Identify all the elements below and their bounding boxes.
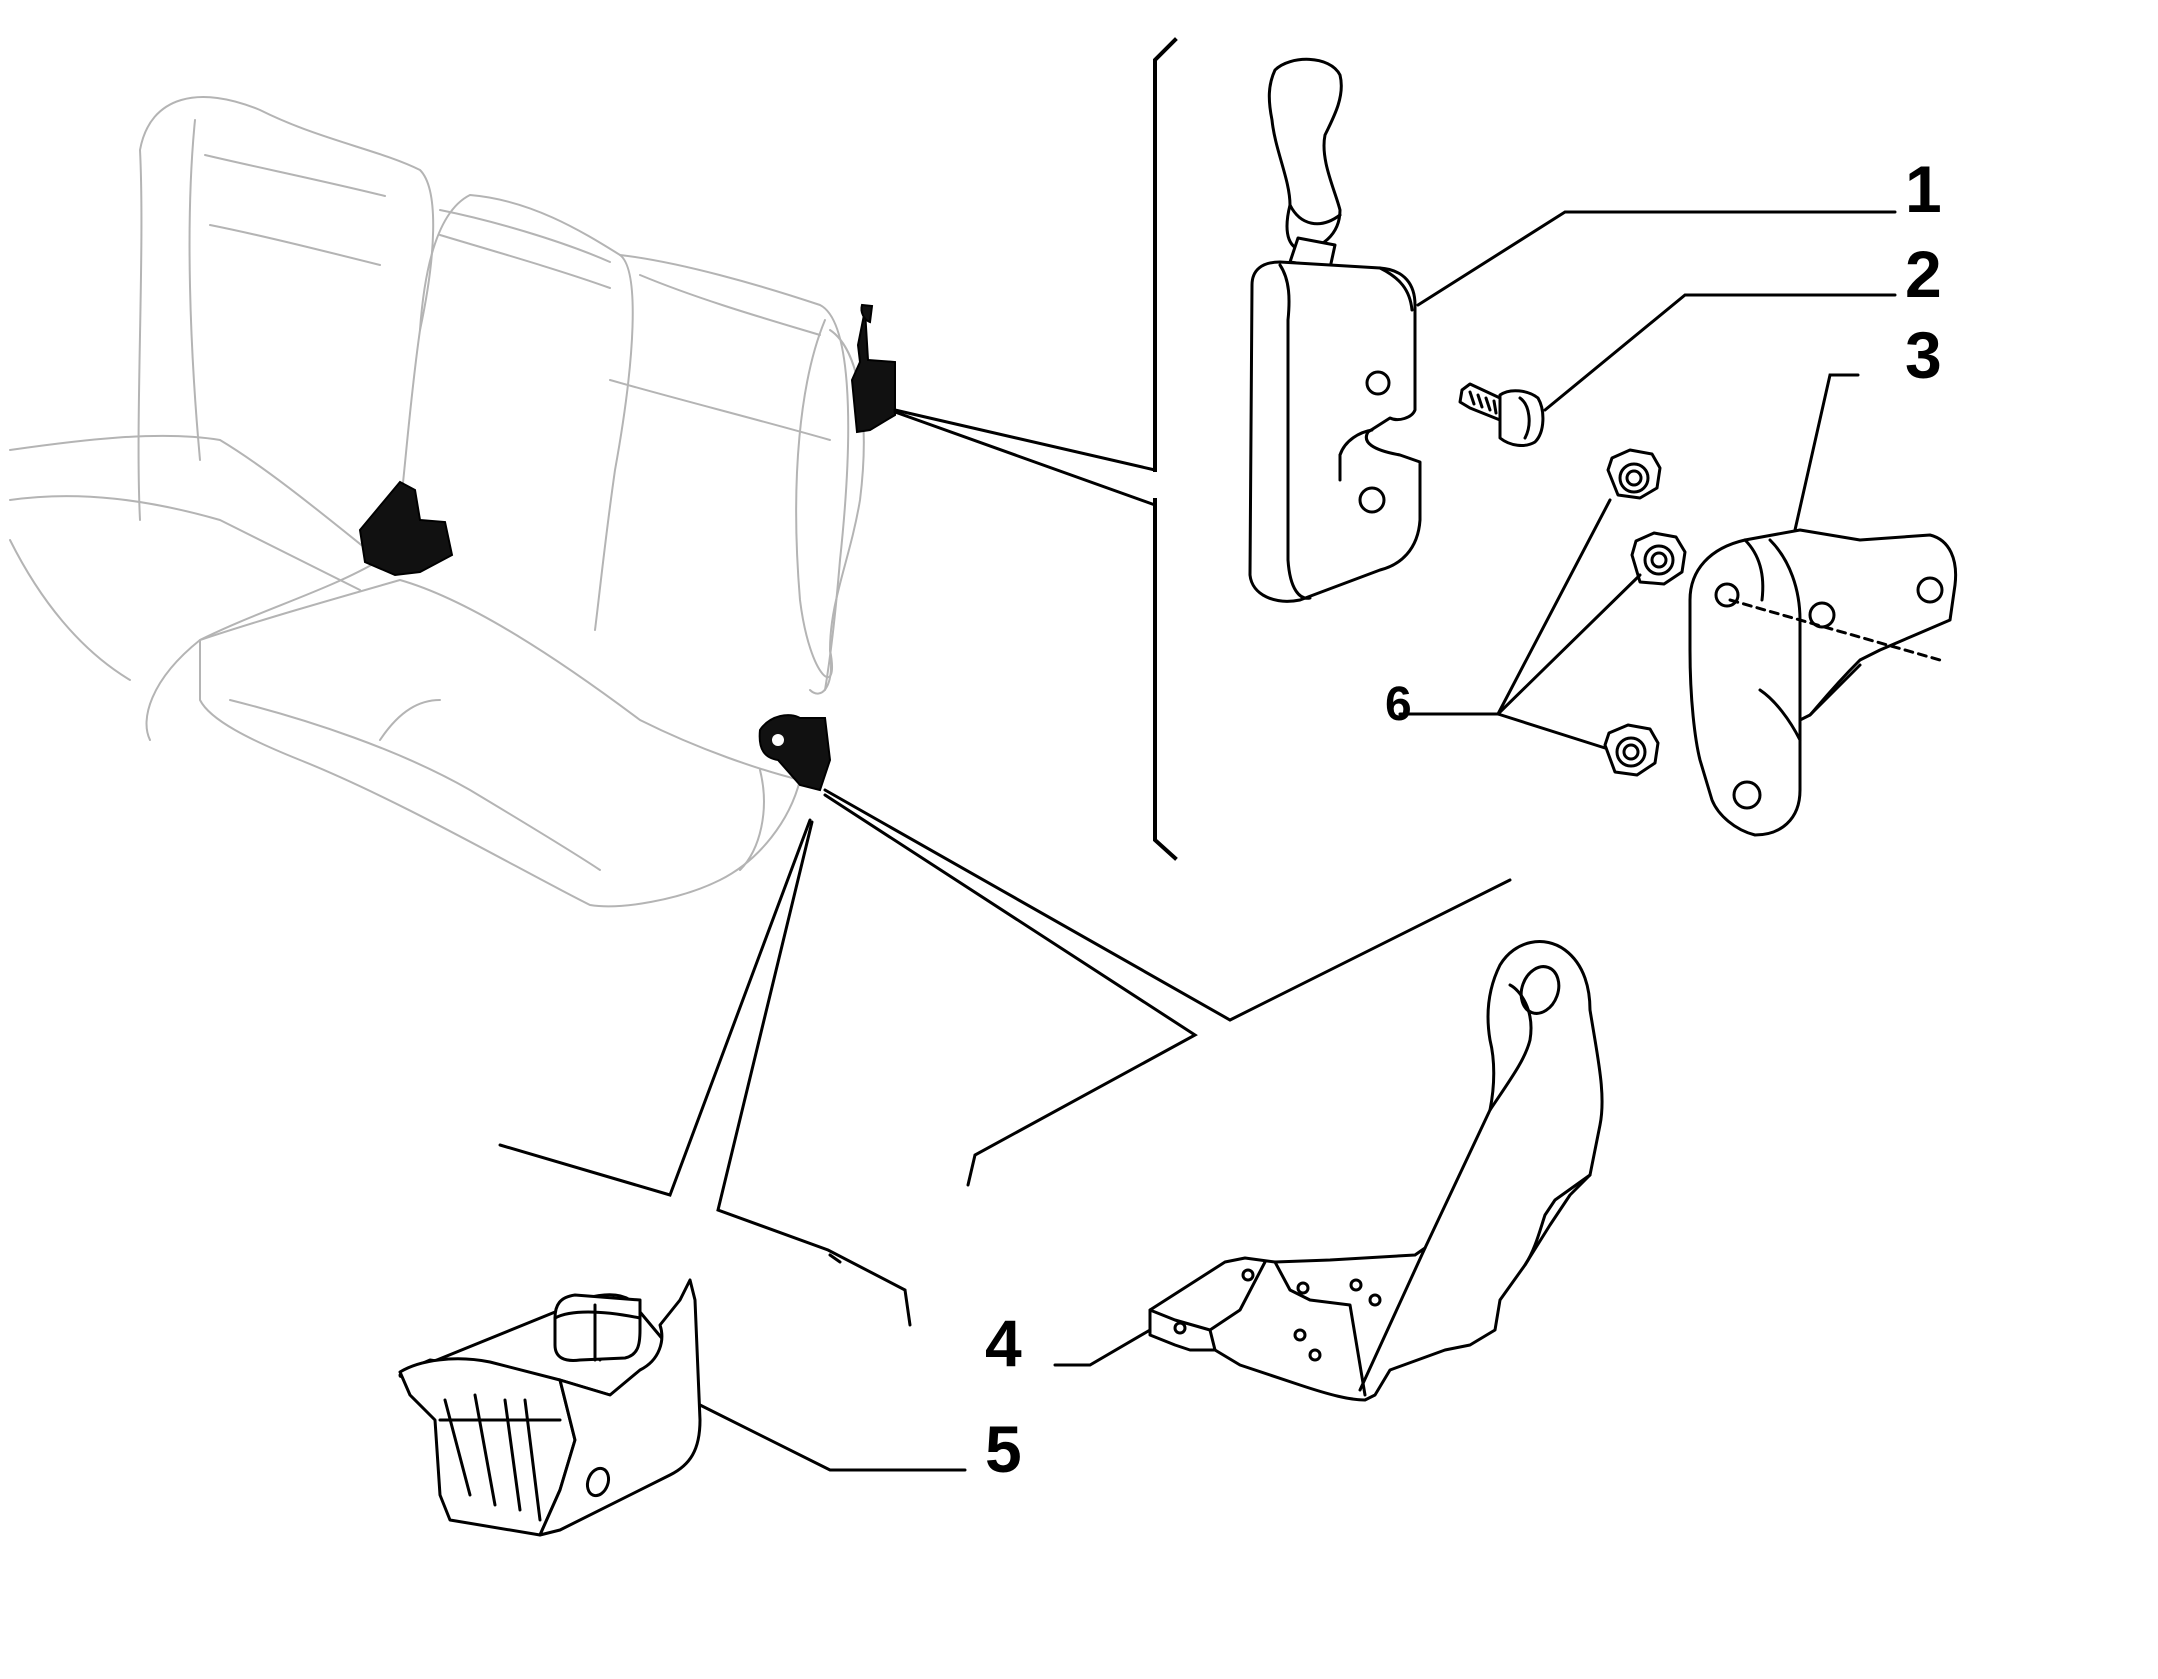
guide-lines — [498, 37, 1512, 1327]
part-4-bracket — [1148, 940, 1604, 1402]
part-3-bracket — [1688, 528, 1958, 837]
part-6-nuts — [1398, 448, 1687, 777]
leader-1 — [1416, 210, 1897, 307]
callout-6: 6 — [1385, 678, 1412, 731]
callout-1: 1 — [1905, 152, 1942, 226]
callout-labels: 1 2 3 4 5 6 — [985, 152, 1942, 1486]
leader-2 — [1543, 293, 1897, 412]
rear-seat-outline — [9, 96, 865, 908]
callout-4: 4 — [985, 1306, 1022, 1380]
leader-3 — [1793, 373, 1860, 532]
callout-2: 2 — [1905, 237, 1942, 311]
callout-3: 3 — [1905, 318, 1942, 392]
part-2-bolt — [1458, 382, 1545, 447]
seat-latch-middle — [358, 480, 454, 577]
nut-bottom — [1603, 723, 1660, 777]
callout-5: 5 — [985, 1412, 1022, 1486]
nut-middle — [1630, 531, 1687, 586]
part-5-striker — [398, 1278, 702, 1537]
leader-4 — [1053, 1328, 1152, 1367]
seat-latch-upper-right — [850, 303, 896, 434]
seat-latch-lower — [758, 714, 832, 792]
leader-5 — [698, 1403, 967, 1472]
part-1-seat-latch — [1248, 57, 1422, 603]
nut-top — [1606, 448, 1662, 500]
